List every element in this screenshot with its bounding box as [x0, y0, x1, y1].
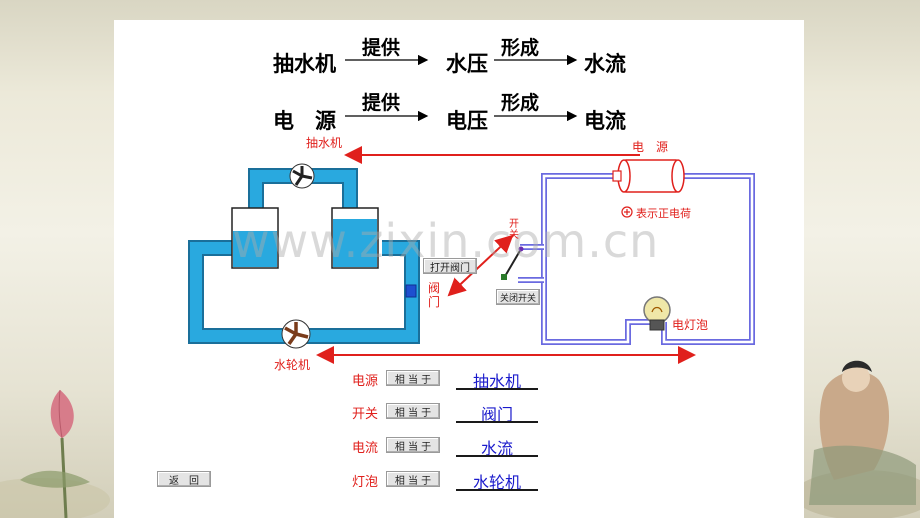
battery [612, 159, 685, 193]
voltage-term: 电压 [446, 109, 488, 133]
current-term: 电流 [584, 109, 626, 133]
match-label-current: 电流 [352, 441, 379, 456]
back-button[interactable]: 返 回 [157, 471, 211, 487]
power-source-label: 电 源 [632, 140, 669, 154]
valve [405, 284, 417, 298]
bulb-label: 电灯泡 [672, 318, 709, 332]
open-valve-button[interactable]: 打开阀门 [423, 258, 477, 274]
light-bulb [643, 296, 671, 331]
equivalent-button-switch[interactable]: 相 当 于 [386, 403, 440, 419]
water-circuit [188, 163, 420, 349]
answer-underline [456, 489, 538, 491]
pump-term: 抽水机 [273, 52, 336, 76]
water-flow-term: 水流 [584, 52, 626, 76]
match-label-switch: 开关 [352, 407, 379, 422]
match-label-power: 电源 [352, 374, 379, 389]
turbine-label: 水轮机 [274, 358, 311, 372]
match-answer-turbine: 水轮机 [472, 473, 521, 492]
pump-label: 抽水机 [306, 136, 343, 150]
switch-label: 开 关 [509, 219, 519, 241]
provide-label-1: 提供 [362, 37, 401, 59]
water-pressure-term: 水压 [446, 52, 488, 76]
red-arrow-valve-switch [447, 234, 514, 297]
match-answer-water-flow: 水流 [480, 439, 513, 458]
match-answer-pump: 抽水机 [472, 372, 521, 391]
equivalent-button-power[interactable]: 相 当 于 [386, 370, 440, 386]
figure-decoration [804, 360, 920, 518]
close-switch-button[interactable]: 关闭开关 [496, 289, 540, 305]
lotus-decoration [0, 389, 110, 518]
answer-underline [456, 388, 538, 390]
answer-underline [456, 455, 538, 457]
electric-circuit [518, 173, 755, 345]
power-source-term: 电 源 [273, 109, 336, 133]
match-answer-valve: 阀门 [480, 405, 513, 424]
equivalent-button-bulb[interactable]: 相 当 于 [386, 471, 440, 487]
equivalent-button-current[interactable]: 相 当 于 [386, 437, 440, 453]
valve-label: 阀 门 [428, 281, 441, 309]
form-label-2: 形成 [501, 92, 540, 114]
provide-label-2: 提供 [362, 92, 401, 114]
charge-legend-text: 表示正电荷 [636, 207, 691, 220]
form-label-1: 形成 [501, 37, 540, 59]
match-label-bulb: 灯泡 [352, 475, 379, 490]
answer-underline [456, 421, 538, 423]
